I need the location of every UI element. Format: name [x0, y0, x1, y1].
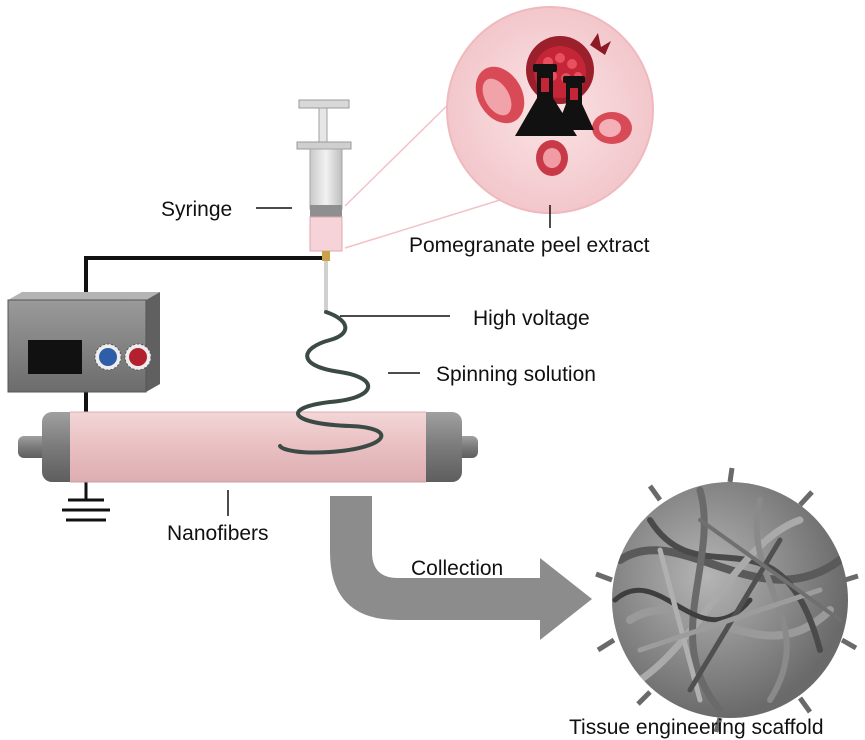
- scaffold-image: [595, 467, 859, 733]
- label-high-voltage: High voltage: [473, 307, 590, 330]
- syringe: [296, 99, 352, 312]
- flask-icon: [515, 64, 594, 136]
- extract-zoom-circle: [446, 6, 654, 214]
- whipping-jet: [278, 310, 384, 455]
- leader-lines: [227, 205, 551, 516]
- power-supply: [7, 292, 160, 393]
- label-extract: Pomegranate peel extract: [409, 234, 650, 257]
- knob-red: [129, 348, 147, 366]
- display-screen: [28, 340, 82, 374]
- label-spinning-solution: Spinning solution: [436, 363, 596, 386]
- knob-blue: [99, 348, 117, 366]
- curved-arrow-icon: [330, 496, 592, 640]
- collector-drum: [18, 411, 478, 483]
- label-syringe: Syringe: [161, 198, 232, 221]
- label-collection: Collection: [411, 557, 503, 580]
- label-nanofibers: Nanofibers: [167, 522, 269, 545]
- wire: [84, 256, 322, 412]
- zoom-connector: [344, 87, 501, 249]
- ground-symbol-icon: [62, 478, 110, 522]
- label-scaffold: Tissue engineering scaffold: [569, 716, 824, 739]
